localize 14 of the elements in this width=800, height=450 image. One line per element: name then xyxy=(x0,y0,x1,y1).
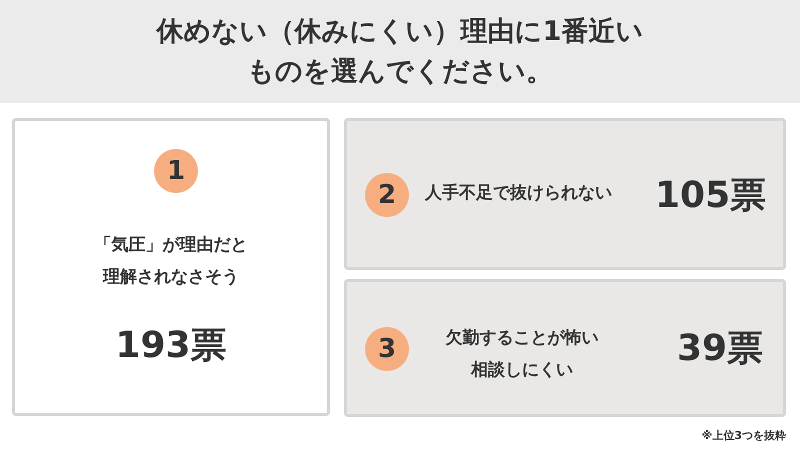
answer-card xyxy=(12,118,330,416)
answer-card xyxy=(344,118,786,270)
rank-circle: 2 xyxy=(365,173,409,217)
answer-card xyxy=(344,279,786,417)
rank-circle: 3 xyxy=(365,327,409,371)
vote-count: 193票 xyxy=(114,324,228,368)
footnote: ※上位3つを抜粋 xyxy=(702,428,786,443)
answer-text: 人手不足で抜けられない xyxy=(425,182,613,205)
vote-count: 39票 xyxy=(677,327,764,371)
vote-count: 105票 xyxy=(655,174,768,218)
answer-text: 「気圧」が理由だと理解されなさそう xyxy=(93,234,248,289)
rank-circle: 1 xyxy=(154,149,198,193)
answer-text: 欠勤することが怖い相談しにくい xyxy=(444,327,600,382)
title: 休めない（休みにくい）理由に1番近いものを選んでください。 xyxy=(154,15,644,89)
